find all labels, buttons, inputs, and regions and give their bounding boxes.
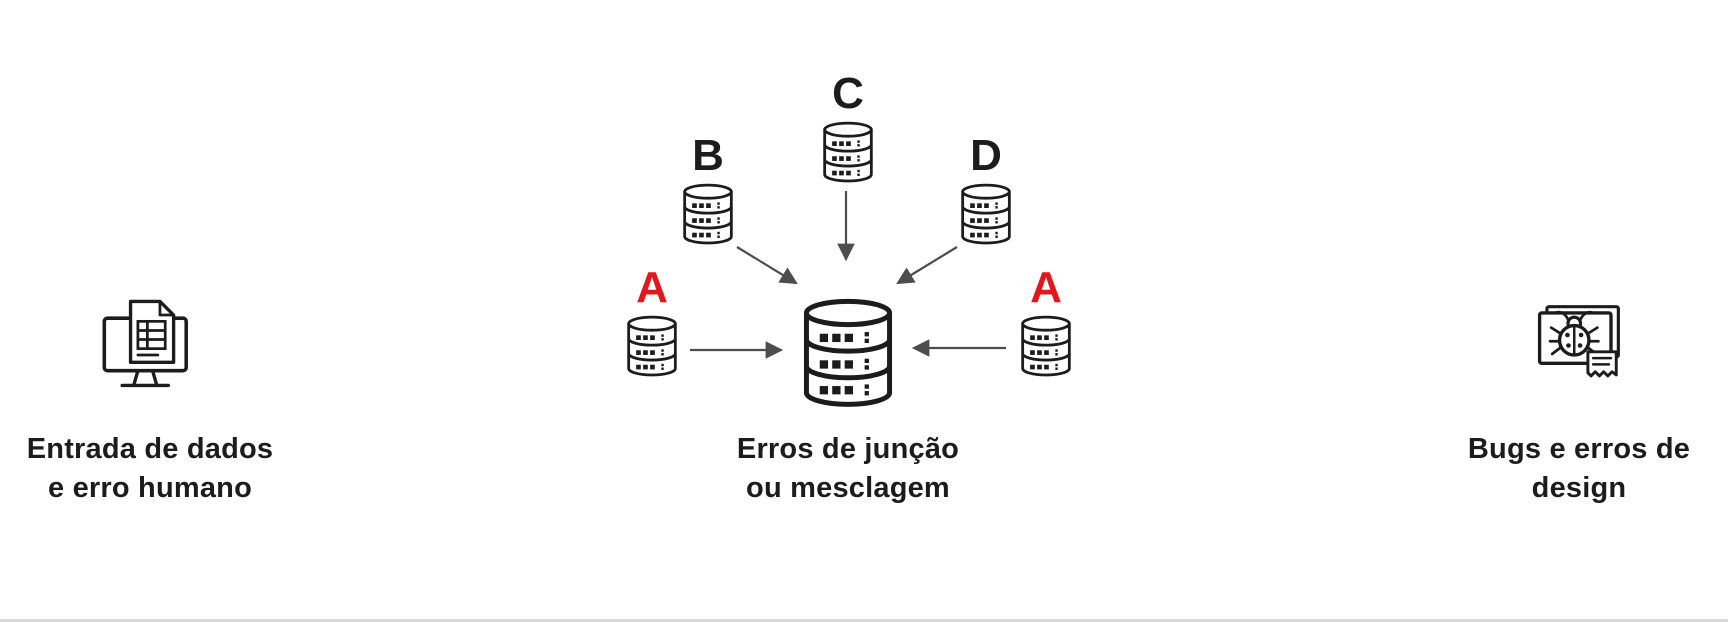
caption-line: ou mesclagem xyxy=(746,471,950,504)
db-label-c: C xyxy=(832,69,864,118)
database-icon xyxy=(624,315,680,379)
monitor-document-icon xyxy=(98,293,203,398)
caption-line: e erro humano xyxy=(47,471,253,504)
caption-line: Erros de junção xyxy=(736,433,960,465)
db-node-a-left: A xyxy=(624,266,680,379)
caption-line: design xyxy=(1531,471,1627,504)
caption-line: Entrada de dados xyxy=(26,433,274,465)
caption-line: Bugs e erros de xyxy=(1467,433,1691,465)
db-node-a-right: A xyxy=(1018,266,1074,379)
database-icon xyxy=(1018,315,1074,379)
merge-arrows xyxy=(690,191,1006,359)
db-label-d: D xyxy=(970,131,1002,180)
cause-data-entry-caption: Entrada de dados e erro humano xyxy=(27,430,274,507)
cause-merge-caption: Erros de junção ou mesclagem xyxy=(737,430,959,507)
db-node-b: B xyxy=(680,134,736,247)
db-label-a-right: A xyxy=(1030,263,1062,312)
bottom-divider xyxy=(0,619,1728,622)
database-icon xyxy=(820,121,876,185)
cause-merge-errors: B C D A A Erros xyxy=(568,62,1128,507)
db-label-a-left: A xyxy=(636,263,668,312)
cause-bugs-caption: Bugs e erros de design xyxy=(1468,430,1690,507)
cause-data-entry: Entrada de dados e erro humano xyxy=(0,293,300,507)
db-node-c: C xyxy=(820,72,876,185)
arrow-b-to-target xyxy=(736,246,798,285)
database-icon xyxy=(680,183,736,247)
arrow-d-to-target xyxy=(896,246,958,285)
cause-bugs: Bugs e erros de design xyxy=(1419,293,1728,507)
database-icon xyxy=(958,183,1014,247)
db-node-target xyxy=(798,298,898,411)
database-icon xyxy=(798,298,898,411)
merge-diagram: B C D A A xyxy=(568,62,1128,418)
db-label-b: B xyxy=(692,131,724,180)
db-node-d: D xyxy=(958,134,1014,247)
monitor-bug-icon xyxy=(1527,293,1632,398)
